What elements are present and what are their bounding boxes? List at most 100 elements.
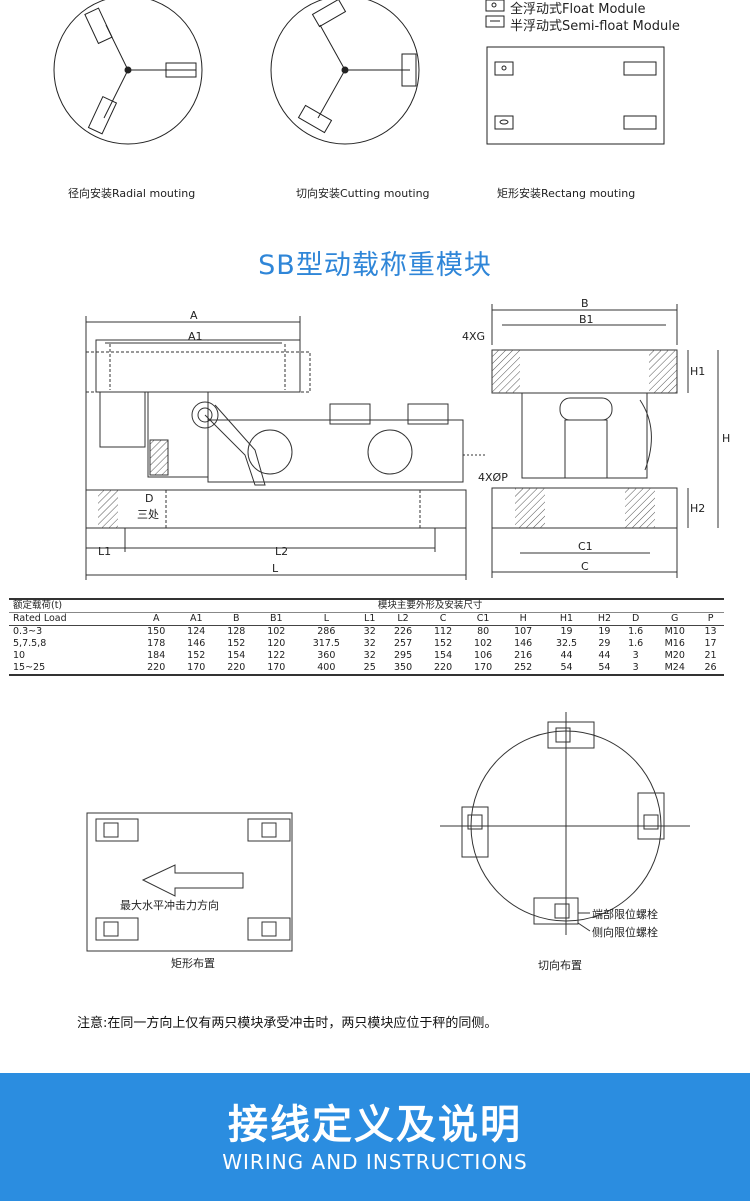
table-cell: 13 <box>704 626 717 637</box>
table-cell: 152 <box>434 638 453 649</box>
table-cell: 29 <box>598 638 611 649</box>
dim-h1: H1 <box>690 365 705 378</box>
table-cell: 150 <box>147 626 166 637</box>
table-top-left: 额定载荷(t) <box>9 598 137 613</box>
table-cell: 106 <box>474 650 493 661</box>
table-cell: M20 <box>664 650 685 661</box>
table-group-title: 模块主要外形及安装尺寸 <box>136 598 724 613</box>
wiring-banner <box>0 1073 750 1201</box>
rect-layout-diagram <box>86 812 293 952</box>
table-column-header: B <box>216 612 257 626</box>
table-cell-load: 15~25 <box>9 662 137 676</box>
table-cell: 128 <box>227 626 246 637</box>
table-cell: 257 <box>393 638 413 649</box>
table-cell: 122 <box>267 650 286 661</box>
table-cell: 19 <box>598 626 611 637</box>
table-cell: 21 <box>704 650 717 661</box>
legend-semi-float: 半浮动式Semi-float Module <box>510 19 680 34</box>
table-column-header: L <box>296 612 357 626</box>
legend-float: 全浮动式Float Module <box>510 2 646 17</box>
dim-a: A <box>190 309 198 322</box>
legend-symbols <box>485 0 505 28</box>
table-cell: 170 <box>176 662 217 676</box>
table-cell: M10 <box>664 626 685 637</box>
rect-layout-caption: 矩形布置 <box>171 957 215 970</box>
table-column-header: B1 <box>256 612 297 626</box>
table-cell: 3 <box>632 650 639 661</box>
dim-b: B <box>581 297 589 310</box>
rectang-mounting-caption: 矩形安装Rectang mouting <box>497 187 636 200</box>
table-column-header: L1 <box>356 612 384 626</box>
table-cell: 80 <box>477 626 490 637</box>
dim-l1: L1 <box>98 545 111 558</box>
table-cell: 107 <box>514 626 533 637</box>
table-cell: 286 <box>317 626 336 637</box>
table-cell: 32 <box>363 650 376 661</box>
dim-h: H <box>722 432 730 445</box>
table-column-header: H1 <box>543 612 590 626</box>
table-cell: 252 <box>503 662 544 676</box>
table-cell: 226 <box>393 626 413 637</box>
table-cell: 44 <box>560 650 573 661</box>
table-lead-header: Rated Load <box>9 612 137 626</box>
table-cell: 1.6 <box>628 626 644 637</box>
tangent-layout-caption: 切向布置 <box>538 959 582 972</box>
table-column-header: C <box>423 612 464 626</box>
impact-direction-label: 最大水平冲击力方向 <box>120 899 219 912</box>
installation-note: 注意:在同一方向上仅有两只模块承受冲击时，两只模块应位于秤的同侧。 <box>77 1016 498 1031</box>
table-cell: M24 <box>652 662 698 676</box>
dim-c1: C1 <box>578 540 593 553</box>
table-column-header: H <box>503 612 544 626</box>
table-cell: 1.6 <box>628 638 644 649</box>
table-cell: 170 <box>256 662 297 676</box>
table-cell: 17 <box>704 638 717 649</box>
table-cell: 25 <box>356 662 384 676</box>
table-cell: 220 <box>136 662 177 676</box>
table-cell: 124 <box>187 626 206 637</box>
table-cell: 54 <box>589 662 619 676</box>
dim-h2: H2 <box>690 502 705 515</box>
dim-l: L <box>272 562 279 575</box>
table-cell: 102 <box>474 638 493 649</box>
table-column-header: H2 <box>589 612 619 626</box>
table-cell: 32.5 <box>555 638 578 649</box>
sb-front-view <box>85 316 485 580</box>
table-column-header: A <box>136 612 177 626</box>
section-title: SB型动载称重模块 <box>258 250 492 281</box>
table-cell: 178 <box>147 638 166 649</box>
table-cell-load: 5,7.5,8 <box>13 638 47 649</box>
table-cell: M16 <box>664 638 685 649</box>
dim-l2: L2 <box>275 545 288 558</box>
table-cell: 220 <box>216 662 257 676</box>
rectang-mounting-diagram <box>486 46 665 145</box>
table-column-header: A1 <box>176 612 217 626</box>
table-cell: 154 <box>227 650 246 661</box>
table-cell: 32 <box>363 638 376 649</box>
table-cell: 44 <box>598 650 611 661</box>
table-cell-load: 0.3~3 <box>13 626 43 637</box>
table-cell: 220 <box>423 662 464 676</box>
table-cell: 152 <box>187 650 206 661</box>
table-cell: 360 <box>317 650 336 661</box>
table-cell: 152 <box>227 638 246 649</box>
table-cell: 120 <box>267 638 286 649</box>
table-cell: 32 <box>363 626 376 637</box>
table-column-header: P <box>697 612 724 626</box>
table-column-header: L2 <box>383 612 424 626</box>
table-cell: 350 <box>383 662 424 676</box>
table-cell: 26 <box>697 662 724 676</box>
table-cell: 154 <box>434 650 453 661</box>
radial-mounting-diagram <box>53 0 203 145</box>
dim-4xp: 4XØP <box>478 471 508 484</box>
table-column-header: D <box>619 612 653 626</box>
table-cell: 216 <box>514 650 533 661</box>
table-cell: 102 <box>267 626 286 637</box>
dim-4xg: 4XG <box>462 330 485 343</box>
table-cell: 19 <box>560 626 573 637</box>
cutting-mounting-caption: 切向安装Cutting mouting <box>296 187 430 200</box>
